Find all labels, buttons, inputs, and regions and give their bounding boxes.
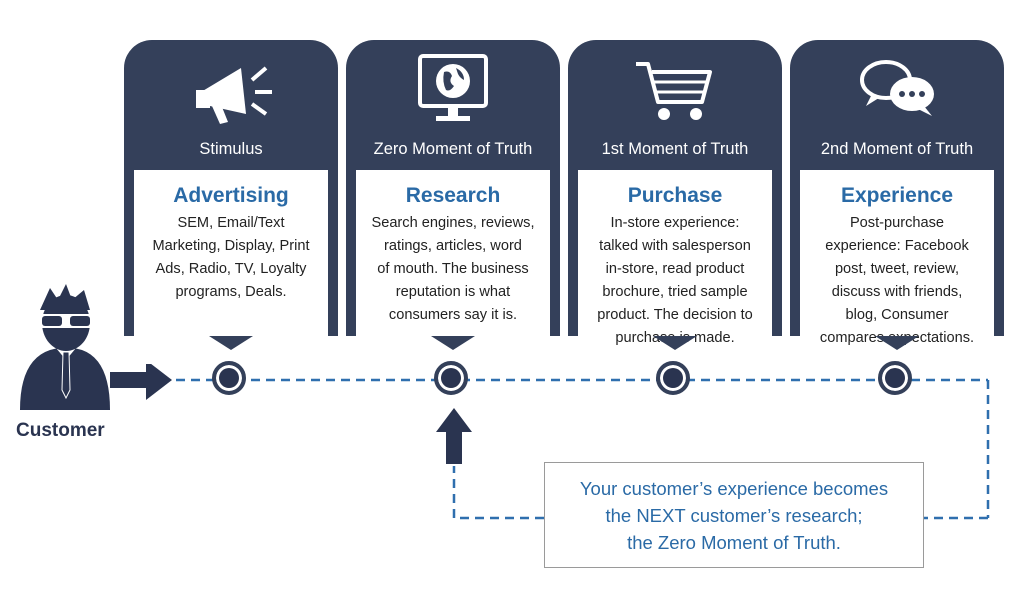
stage-label: 2nd Moment of Truth xyxy=(820,140,974,158)
panel-pointer xyxy=(431,336,475,350)
return-up-arrow xyxy=(436,408,472,464)
description-line: of mouth. The business xyxy=(377,261,529,277)
stage-label: 1st Moment of Truth xyxy=(601,140,749,158)
timeline-node-stimulus xyxy=(212,361,246,395)
description-line: programs, Deals. xyxy=(175,284,287,300)
stage-card: Experience Post-purchase experience: Fac… xyxy=(800,170,994,364)
description-line: Ads, Radio, TV, Loyalty xyxy=(155,261,307,277)
chat-bubbles-icon xyxy=(790,48,1004,132)
description-line: post, tweet, review, xyxy=(834,261,960,277)
stage-label: Stimulus xyxy=(199,140,263,158)
stage-description: SEM, Email/Text Marketing, Display, Prin… xyxy=(142,212,320,304)
stage-card: Purchase In-store experience: talked wit… xyxy=(578,170,772,364)
note-line: Your customer’s experience becomes xyxy=(579,477,889,499)
description-line: blog, Consumer xyxy=(845,307,949,323)
shopping-cart-icon xyxy=(568,48,782,132)
timeline-node-second-moment xyxy=(878,361,912,395)
description-line: SEM, Email/Text xyxy=(177,215,285,231)
description-line: discuss with friends, xyxy=(831,284,963,300)
note-line: the NEXT customer’s research; xyxy=(605,504,863,526)
stage-description: Search engines, reviews, ratings, articl… xyxy=(364,212,542,327)
description-line: consumers say it is. xyxy=(388,307,518,323)
stimulus-panel: Stimulus Advertising SEM, Email/Text Mar… xyxy=(124,40,338,364)
description-line: reputation is what xyxy=(395,284,511,300)
megaphone-icon xyxy=(124,48,338,132)
panel-pointer xyxy=(209,336,253,350)
stage-heading: Experience xyxy=(840,184,954,207)
panel-pointer xyxy=(875,336,919,350)
description-line: ratings, articles, word xyxy=(384,238,522,254)
timeline-node-zero-moment xyxy=(434,361,468,395)
note-line: the Zero Moment of Truth. xyxy=(627,531,841,553)
stage-label: Zero Moment of Truth xyxy=(373,140,533,158)
stage-heading: Research xyxy=(405,184,501,207)
globe-monitor-icon xyxy=(346,48,560,132)
first-moment-panel: 1st Moment of Truth Purchase In-store ex… xyxy=(568,40,782,364)
description-line: Post-purchase xyxy=(849,215,945,231)
businessman-icon xyxy=(20,284,110,410)
stage-card: Research Search engines, reviews, rating… xyxy=(356,170,550,364)
stage-heading: Advertising xyxy=(173,184,289,207)
stage-description: Post-purchase experience: Facebook post,… xyxy=(808,212,986,350)
description-line: brochure, tried sample xyxy=(602,284,748,300)
stage-heading: Purchase xyxy=(627,184,723,207)
zero-moment-panel: Zero Moment of Truth Research Search eng… xyxy=(346,40,560,364)
description-line: in-store, read product xyxy=(605,261,745,277)
description-line: Search engines, reviews, xyxy=(371,215,535,231)
timeline-node-first-moment xyxy=(656,361,690,395)
description-line: product. The decision to xyxy=(597,307,753,323)
stage-description: In-store experience: talked with salespe… xyxy=(586,212,764,350)
note-box: Your customer’s experience becomes the N… xyxy=(544,462,924,568)
stage-card: Advertising SEM, Email/Text Marketing, D… xyxy=(134,170,328,364)
description-line: talked with salesperson xyxy=(599,238,751,254)
description-line: Marketing, Display, Print xyxy=(152,238,310,254)
customer-arrow xyxy=(110,360,172,400)
panel-pointer xyxy=(653,336,697,350)
description-line: In-store experience: xyxy=(610,215,740,231)
description-line: experience: Facebook xyxy=(825,238,969,254)
second-moment-panel: 2nd Moment of Truth Experience Post-purc… xyxy=(790,40,1004,364)
customer-label: Customer xyxy=(16,420,105,441)
